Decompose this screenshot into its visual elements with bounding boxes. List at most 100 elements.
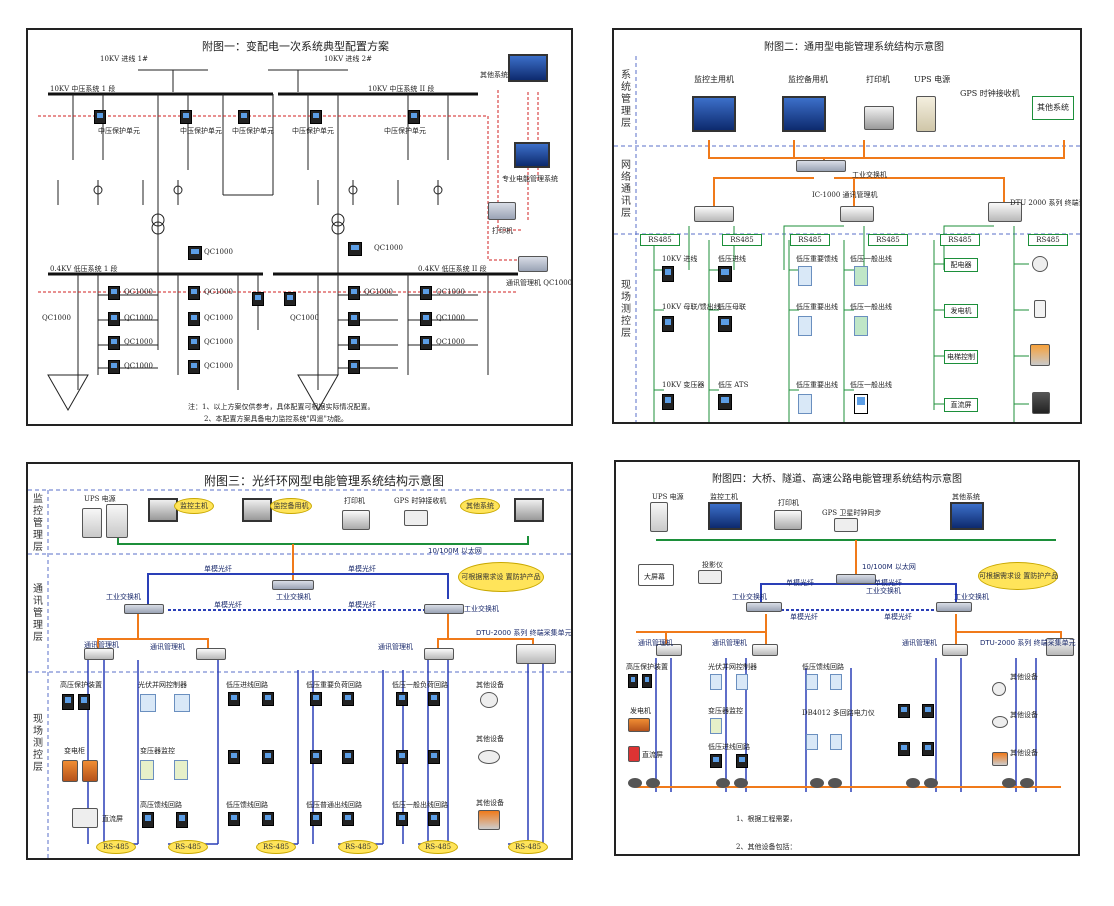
f1-label-3: 直流屏: [102, 815, 123, 823]
gps-device: [834, 518, 858, 532]
camera-device: [1002, 778, 1016, 788]
c4-label-1: 低压一般出线: [850, 255, 892, 263]
incoming1-label: 10KV 进线 1#: [100, 55, 148, 63]
bus2-label: 10KV 中压系统 II 段: [368, 85, 435, 93]
host-main-monitor: [148, 498, 178, 522]
switch-right: [424, 604, 464, 614]
rs485-bubble: RS-485: [168, 840, 208, 854]
lv-bus2-label: 0.4KV 低压系统 II 段: [418, 265, 487, 273]
layer-field-control: 现场测控层: [33, 714, 43, 773]
protection-unit-2: [180, 110, 192, 124]
f4-meter: [310, 812, 322, 826]
lv-meter-label-right2: QC1000: [436, 314, 465, 322]
switch-right-label: 工业交换机: [464, 605, 499, 613]
printer-device: [864, 106, 894, 130]
lv-meter-label: QC1000: [124, 362, 153, 370]
figure1-panel: 附图一：变配电一次系统典型配置方案: [26, 28, 573, 426]
g4-label-3: 其他设备: [1010, 749, 1038, 757]
lv-meter: [108, 312, 120, 326]
c2-label-2: 低压母联: [718, 303, 746, 311]
other-system-monitor: [514, 498, 544, 522]
lv-meter-label-right2: QC1000: [436, 338, 465, 346]
core-switch: [272, 580, 314, 590]
f1-device: [62, 694, 74, 710]
ups-label: UPS 电源: [914, 75, 951, 84]
c2-label-1: 低压进线: [718, 255, 746, 263]
other-system-label: 其他系统: [480, 71, 508, 79]
comm-mgr-3: [942, 644, 968, 656]
ups-device: [82, 508, 102, 538]
rs485-tag: RS485: [1028, 234, 1068, 246]
g1-label-3: 直流屏: [642, 751, 663, 759]
fiber-label-4: 单模光纤: [884, 613, 912, 621]
figure3-panel: 附图三：光纤环网型电能管理系统结构示意图 监控管理层 通讯管理层 现场测控层 U…: [26, 462, 573, 860]
host-main-monitor: [692, 96, 736, 132]
c2-meter: [718, 266, 732, 282]
lv-meter: [188, 336, 200, 350]
protection-unit-label-2: 中压保护单元: [180, 127, 222, 135]
fiber-label-bottom2: 单模光纤: [348, 601, 376, 609]
switch-label: 工业交换机: [852, 171, 887, 179]
other-system-screen: [950, 502, 984, 530]
figure1-note2: 2、本配置方案具备电力监控系统"四遥"功能。: [204, 415, 348, 423]
f2-meter: [176, 812, 188, 828]
gps-label: GPS 时钟接收机: [960, 89, 1020, 98]
c2-meter: [718, 316, 732, 332]
g2-meter: [710, 754, 722, 768]
g4-label-2: 其他设备: [1010, 711, 1038, 719]
switch-right: [936, 602, 972, 612]
f5-meter: [428, 812, 440, 826]
host-main-label: 监控主用机: [694, 75, 734, 84]
figure4-note1: 1、根据工程需要，: [736, 815, 797, 823]
f3-meter: [262, 812, 274, 826]
protection-unit-label-1: 中压保护单元: [98, 127, 140, 135]
c1-meter: [662, 266, 674, 282]
g2-label-2: 变压器监控: [708, 707, 743, 715]
printer-device: [774, 510, 802, 530]
f4-meter: [310, 750, 322, 764]
g4-meter: [922, 742, 934, 756]
comm-manager-label: IC-1000 通讯管理机: [812, 191, 878, 199]
comm-mgr-label-2: 通讯管理机: [712, 639, 747, 647]
g4-meter: [898, 704, 910, 718]
figure1-note1: 注：1、以上方案仅供参考，具体配置可根据实际情况配置。: [188, 403, 375, 411]
monitor-screen: [708, 502, 742, 530]
g1-label-2: 发电机: [630, 707, 651, 715]
c1-label-2: 10KV 母联/馈出线: [662, 303, 721, 311]
bus1-label: 10KV 中压系统 1 段: [50, 85, 116, 93]
f4-label-2: 低压普通出线回路: [306, 801, 362, 809]
ups-label: UPS 电源: [652, 493, 684, 501]
dtu-device: [516, 644, 556, 664]
protection-bubble: 可根据需求设 置防护产品: [978, 562, 1058, 590]
figure3-title: 附图三：光纤环网型电能管理系统结构示意图: [204, 474, 445, 488]
lv-meter-right-in: [284, 292, 296, 306]
f6-device: [478, 750, 500, 764]
c3-device: [798, 316, 812, 336]
protection-unit-label-4: 中压保护单元: [292, 127, 334, 135]
layer-monitor-mgmt: 监控管理层: [33, 494, 43, 553]
rs485-bubble: RS-485: [256, 840, 296, 854]
f4-meter: [342, 812, 354, 826]
other-system-bubble: 其他系统: [460, 498, 500, 514]
c3-device: [798, 266, 812, 286]
ups-label: UPS 电源: [84, 495, 116, 503]
lv-meter: [108, 336, 120, 350]
lv-meter-label-right2: QC1000: [436, 288, 465, 296]
dtu-label: DTU 2000 系列 终端设备单元: [1010, 199, 1080, 207]
monitor-label: 监控工机: [710, 493, 738, 501]
g1-generator: [628, 718, 650, 732]
g3-label-2: DB4012 多回路电力仪: [802, 709, 875, 717]
g3-device: [806, 674, 818, 690]
f3-meter: [228, 812, 240, 826]
lv-meter-tie: [252, 292, 264, 306]
camera-device: [628, 778, 642, 788]
c4-label-3: 低压一般出线: [850, 381, 892, 389]
core-switch-label: 工业交换机: [866, 587, 901, 595]
f6-label-2: 其他设备: [476, 735, 504, 743]
lv-meter-right2: [420, 312, 432, 326]
switch-left: [124, 604, 164, 614]
printer-device: [488, 202, 516, 220]
comm-manager-mid: [840, 206, 874, 222]
lv-meter-right: [348, 312, 360, 326]
c3-label-3: 低压重要出线: [796, 381, 838, 389]
